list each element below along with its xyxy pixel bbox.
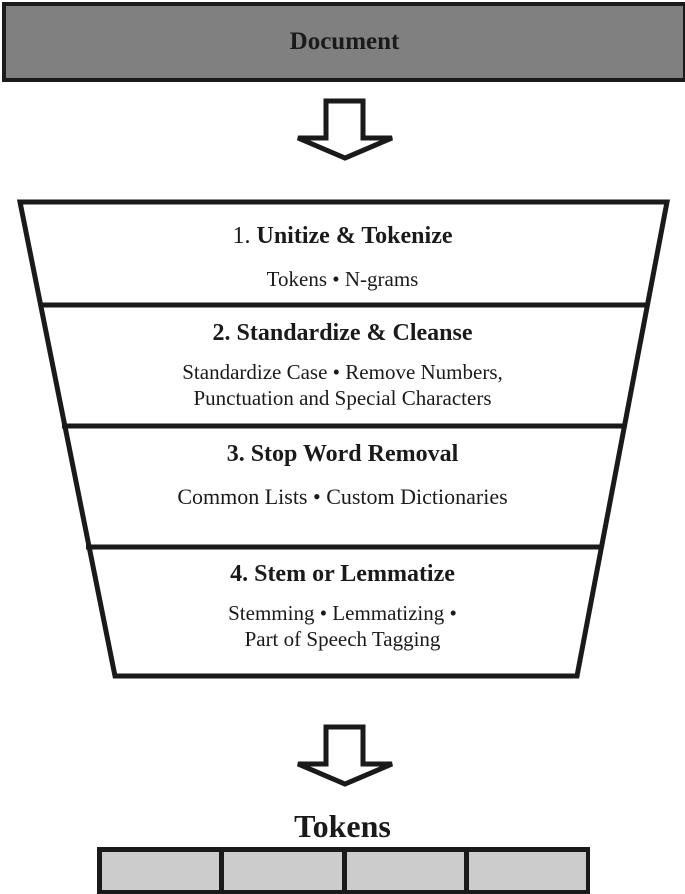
document-label: Document [289,28,400,55]
stage-2: 2. Standardize & Cleanse Standardize Cas… [0,320,685,411]
stage-description: Part of Speech Tagging [244,627,441,651]
token-cell [102,852,220,890]
down-arrow-icon [297,724,393,787]
stage-title: 4. Stem or Lemmatize [230,561,455,587]
stage-title: 1. Unitize & Tokenize [232,223,453,249]
token-cell [346,852,464,890]
stage-title: 2. Standardize & Cleanse [212,320,473,346]
token-cell [468,852,586,890]
stage-4: 4. Stem or Lemmatize Stemming • Lemmatiz… [0,561,685,652]
token-cell [224,852,342,890]
funnel-outline [16,199,671,679]
down-arrow-icon [297,98,393,161]
document-box: Document [2,2,685,82]
stage-description: Stemming • Lemmatizing • [228,601,457,625]
stage-3: 3. Stop Word Removal Common Lists • Cust… [0,441,685,510]
stage-title: 3. Stop Word Removal [226,441,459,467]
stage-description: Tokens • N-grams [266,267,419,291]
tokens-label: Tokens [294,808,391,844]
stage-1: 1. Unitize & Tokenize Tokens • N-grams [0,223,685,292]
stage-description: Common Lists • Custom Dictionaries [177,484,508,509]
stage-description: Punctuation and Special Characters [193,386,492,410]
stage-description: Standardize Case • Remove Numbers, [182,360,503,384]
token-strip [97,847,590,894]
